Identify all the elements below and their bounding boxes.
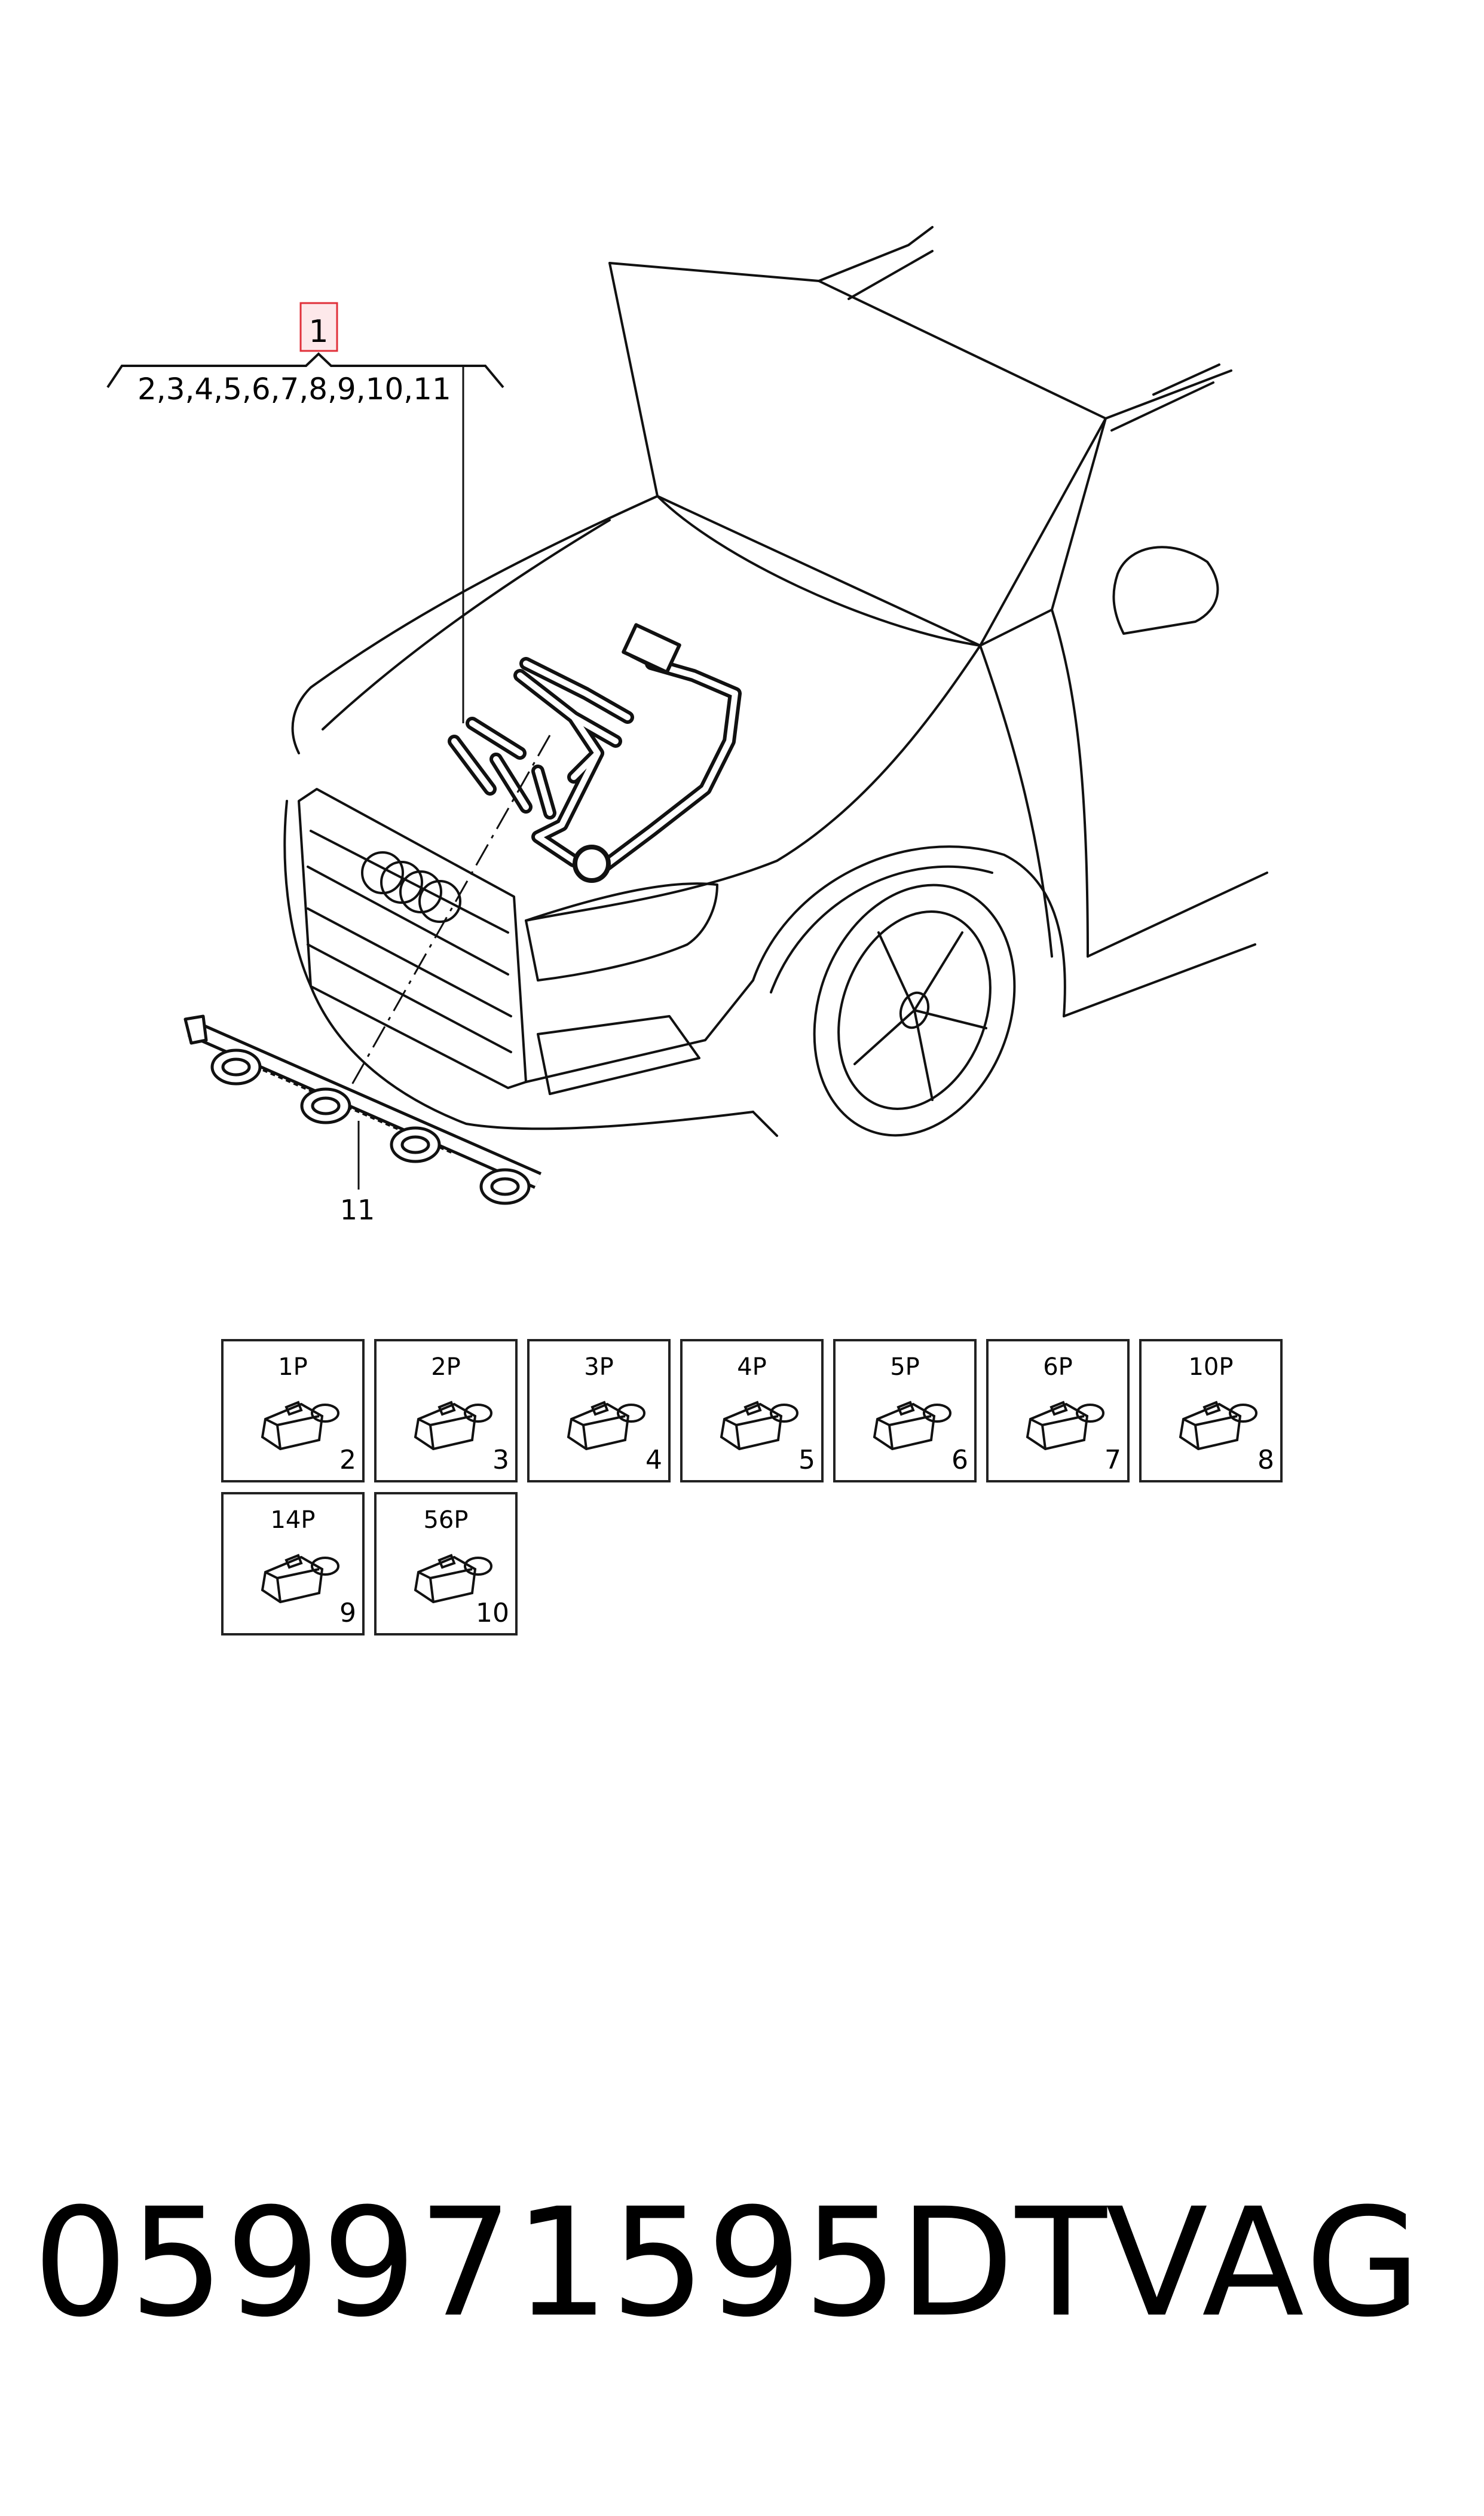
connector-type-label: 5P (890, 1353, 920, 1381)
connector-plug-icon (1026, 1401, 1104, 1451)
connector-item-number: 5 (798, 1445, 815, 1475)
connector-plug-icon (720, 1401, 798, 1451)
connector-box-1p[interactable]: 1P 2 (221, 1339, 365, 1482)
connector-item-number: 2 (339, 1445, 356, 1475)
callout-group: 1 2,3,4,5,6,7,8,9,10,11 (106, 302, 504, 723)
connector-plug-icon (873, 1401, 951, 1451)
connector-item-number: 6 (951, 1445, 968, 1475)
connector-type-label: 6P (1043, 1353, 1073, 1381)
connector-box-2p[interactable]: 2P 3 (374, 1339, 518, 1482)
connector-type-label: 2P (431, 1353, 461, 1381)
connector-type-label: 4P (737, 1353, 767, 1381)
connector-plug-icon (261, 1401, 339, 1451)
connector-box-56p[interactable]: 56P 10 (374, 1492, 518, 1635)
leader-line-11-dashdot (345, 735, 551, 1095)
connector-plug-icon (567, 1401, 645, 1451)
callout-bracket (106, 352, 504, 389)
connector-box-3p[interactable]: 3P 4 (527, 1339, 671, 1482)
callout-highlight-box[interactable] (299, 302, 338, 352)
connector-item-number: 4 (645, 1445, 662, 1475)
connector-plug-icon (414, 1554, 492, 1604)
connector-plug-icon (414, 1401, 492, 1451)
connector-type-label: 56P (423, 1506, 469, 1534)
connector-box-10p[interactable]: 10P 8 (1139, 1339, 1283, 1482)
connector-type-label: 14P (270, 1506, 316, 1534)
connector-type-label: 3P (584, 1353, 614, 1381)
connector-type-label: 1P (278, 1353, 308, 1381)
car-illustration (283, 226, 1268, 1137)
connector-type-label: 10P (1188, 1353, 1234, 1381)
connector-item-number: 3 (492, 1445, 509, 1475)
part-11-sensor-harness[interactable] (183, 1014, 542, 1205)
part-label-11: 11 (340, 1194, 375, 1226)
connector-box-6p[interactable]: 6P 7 (986, 1339, 1130, 1482)
connector-box-4p[interactable]: 4P 5 (680, 1339, 824, 1482)
connector-item-number: 8 (1257, 1445, 1274, 1475)
part-number: 059971595DT (33, 2176, 1108, 2350)
callout-sub-items: 2,3,4,5,6,7,8,9,10,11 (137, 372, 451, 406)
wiring-harness (448, 623, 742, 883)
connector-plug-icon (261, 1554, 339, 1604)
connector-item-number: 7 (1104, 1445, 1121, 1475)
connector-plug-icon (1179, 1401, 1257, 1451)
connector-box-5p[interactable]: 5P 6 (833, 1339, 977, 1482)
connector-item-number: 10 (476, 1598, 509, 1628)
callout-main-number: 1 (308, 314, 328, 350)
connector-item-number: 9 (339, 1598, 356, 1628)
brand-name: VAG (1106, 2176, 1425, 2350)
connector-box-14p[interactable]: 14P 9 (221, 1492, 365, 1635)
